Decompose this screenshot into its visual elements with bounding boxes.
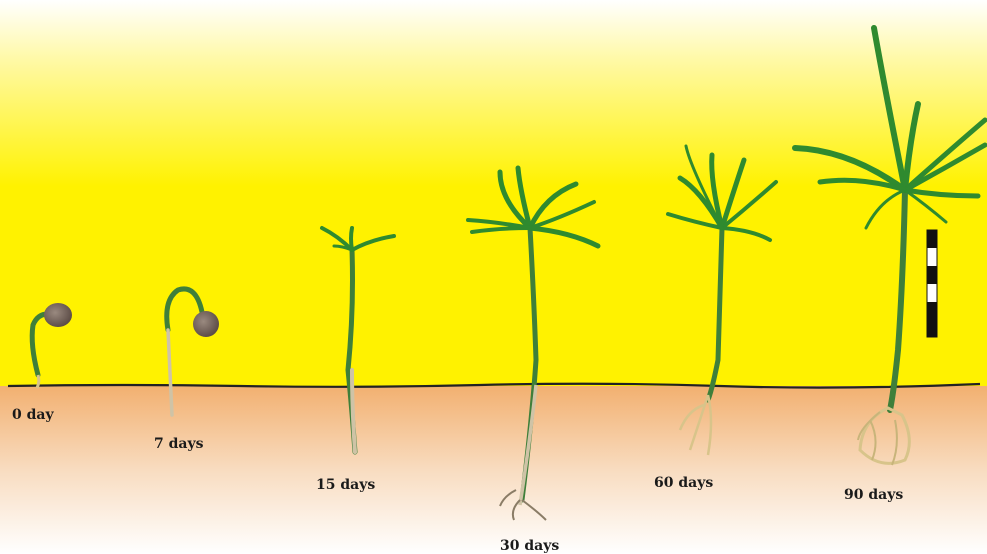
stage-label-15-days: 15 days bbox=[316, 477, 375, 493]
scale-bar bbox=[927, 230, 937, 337]
soil-background bbox=[0, 386, 987, 554]
stage-label-90-days: 90 days bbox=[844, 487, 903, 503]
stage-label-60-days: 60 days bbox=[654, 475, 713, 491]
seed bbox=[44, 303, 72, 327]
stage-label-7-days: 7 days bbox=[154, 436, 204, 452]
seed bbox=[193, 311, 219, 337]
stage-label-30-days: 30 days bbox=[500, 538, 559, 554]
stage-label-0-day: 0 day bbox=[12, 407, 54, 423]
sky-background bbox=[0, 0, 987, 388]
